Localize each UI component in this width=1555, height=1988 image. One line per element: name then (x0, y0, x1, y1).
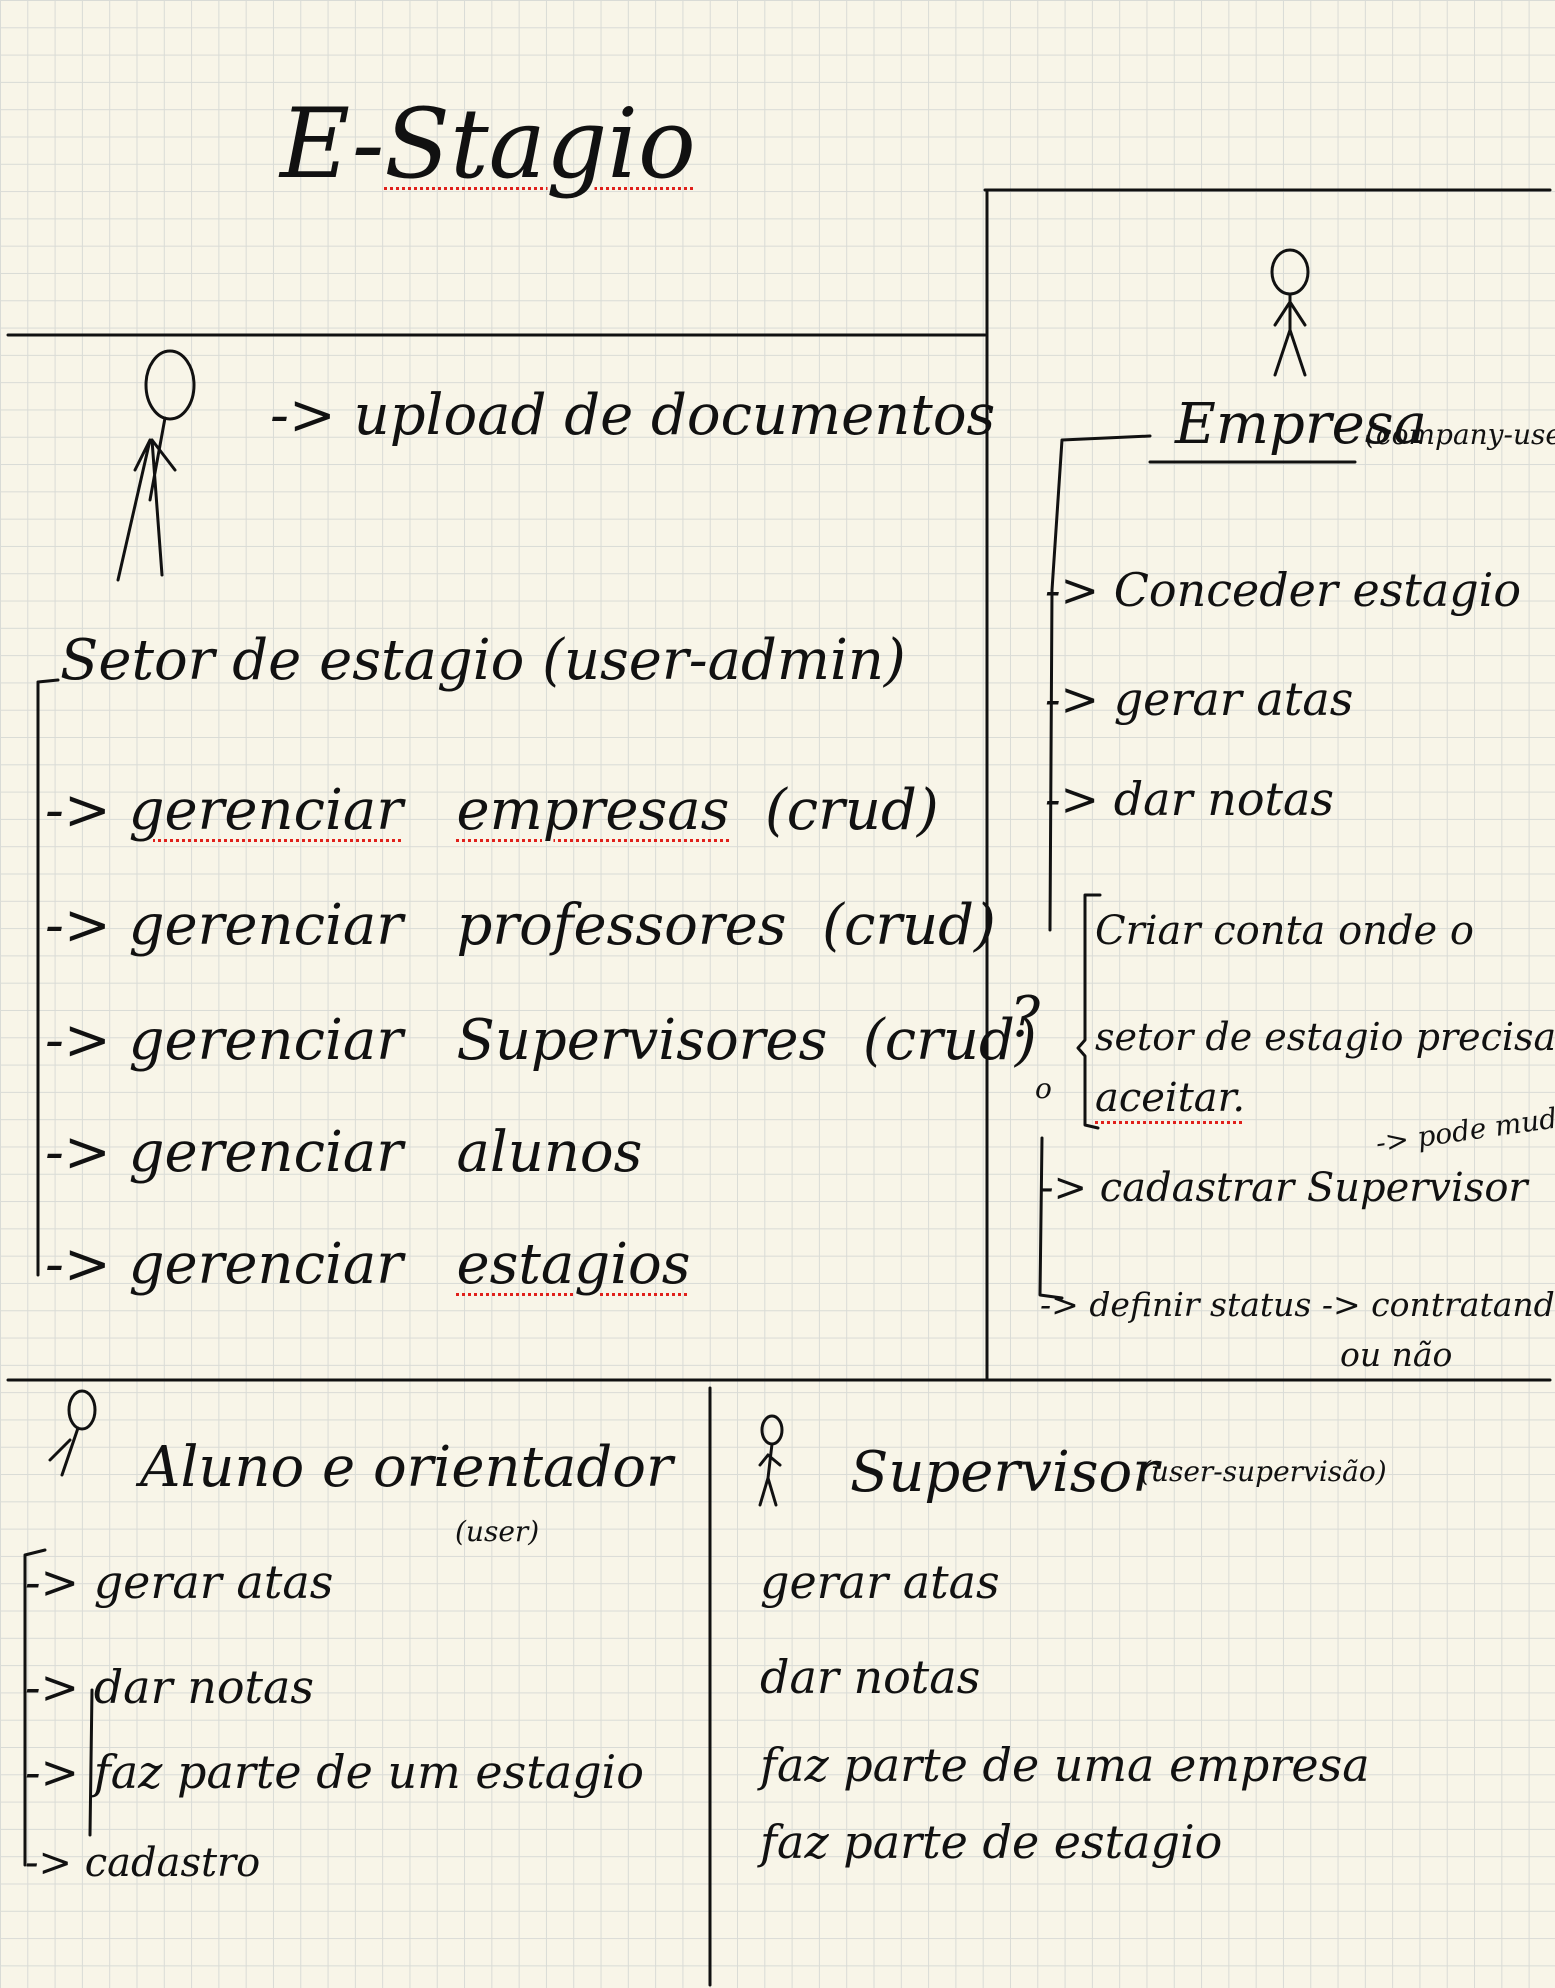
aluno-stick-figure-icon (48, 1389, 97, 1477)
supervisor-item-4: faz parte de estagio (760, 1815, 1223, 1869)
admin-item-verb: gerenciar (128, 1008, 404, 1073)
question-mark: ? (1010, 985, 1041, 1050)
empresa-register-text: cadastrar Supervisor (1099, 1165, 1528, 1211)
admin-item-5: -> gerenciar estagios (45, 1232, 690, 1297)
admin-item-object: empresas (456, 778, 730, 843)
empresa-item-2: -> gerar atas (1045, 672, 1353, 726)
admin-item-suffix: (crud) (822, 893, 996, 958)
admin-item-4: -> gerenciar alunos (45, 1120, 642, 1185)
arrow-icon: -> (25, 1745, 80, 1799)
empresa-status-item: -> definir status -> contratando (1040, 1285, 1555, 1324)
supervisor-stick-figure-icon (758, 1414, 784, 1507)
empresa-account-line-3: aceitar. (1095, 1075, 1246, 1121)
empresa-item-text: dar notas (1113, 772, 1335, 826)
aluno-item-3: -> faz parte de um estagio (25, 1745, 644, 1799)
arrow-icon: -> (45, 893, 111, 958)
empresa-heading: Empresa (1175, 392, 1427, 457)
admin-item-object: alunos (456, 1120, 643, 1185)
admin-item-verb: gerenciar (128, 893, 404, 958)
title-prefix: E- (280, 88, 385, 200)
aluno-bracket (23, 1548, 94, 1867)
admin-item-object: estagios (456, 1232, 691, 1297)
admin-item-object: Supervisores (456, 1008, 828, 1073)
admin-top-note: -> upload de documentos (270, 383, 996, 448)
arrow-icon: -> (25, 1840, 73, 1886)
arrow-icon: -> (1040, 1165, 1088, 1211)
admin-item-object: professores (456, 893, 787, 958)
admin-item-verb: gerenciar (128, 1120, 404, 1185)
admin-item-verb: gerenciar (128, 1232, 404, 1297)
empresa-status-text: definir status -> contratando (1089, 1285, 1555, 1324)
account-brace (1076, 893, 1102, 1130)
admin-item-suffix: (crud) (862, 1008, 1037, 1073)
empresa-register-item: -> cadastrar Supervisor (1040, 1165, 1528, 1211)
small-o-mark: o (1035, 1072, 1052, 1105)
admin-item-2: -> gerenciar professores (crud) (45, 893, 996, 958)
arrow-icon: -> (45, 1008, 111, 1073)
aluno-item-2: -> dar notas (25, 1660, 314, 1714)
empresa-status-text-2: ou não (1340, 1335, 1453, 1374)
supervisor-item-2: dar notas (760, 1650, 981, 1704)
aluno-item-text: cadastro (84, 1840, 261, 1886)
empresa-role: (company-user) (1365, 418, 1555, 451)
admin-heading: Setor de estagio (user-admin) (60, 628, 906, 693)
empresa-item-1: -> Conceder estagio (1045, 563, 1521, 617)
arrow-icon: -> (25, 1555, 80, 1609)
aluno-role: (user) (455, 1515, 540, 1548)
empresa-item-text: Conceder estagio (1113, 563, 1522, 617)
arrow-icon: -> (25, 1660, 80, 1714)
aluno-item-4: -> cadastro (25, 1840, 260, 1886)
aluno-item-text: gerar atas (93, 1555, 334, 1609)
admin-item-1: -> gerenciar empresas (crud) (45, 778, 939, 843)
admin-item-3: -> gerenciar Supervisores (crud) (45, 1008, 1037, 1073)
empresa-item-text: gerar atas (1113, 672, 1354, 726)
empresa-bracket (1038, 434, 1152, 1300)
arrow-icon: -> (1040, 1285, 1079, 1324)
arrow-icon: -> (45, 778, 111, 843)
aluno-heading: Aluno e orientador (140, 1435, 673, 1500)
arrow-icon: -> (1045, 563, 1100, 617)
arrow-icon: -> (1045, 772, 1100, 826)
admin-bracket (36, 678, 60, 1277)
supervisor-item-3: faz parte de uma empresa (760, 1738, 1370, 1792)
aluno-item-text: faz parte de um estagio (93, 1745, 644, 1799)
supervisor-role: (user-supervisão) (1140, 1455, 1387, 1488)
arrow-icon: -> (1045, 672, 1100, 726)
admin-stick-figure-icon (116, 349, 196, 582)
empresa-stick-figure-icon (1270, 248, 1310, 377)
supervisor-item-1: gerar atas (760, 1555, 1000, 1609)
aluno-item-text: dar notas (93, 1660, 315, 1714)
admin-item-verb: gerenciar (128, 778, 404, 843)
aluno-item-1: -> gerar atas (25, 1555, 333, 1609)
empresa-account-line-2: setor de estagio precisa (1095, 1015, 1555, 1059)
empresa-item-3: -> dar notas (1045, 772, 1334, 826)
empresa-account-line-1: Criar conta onde o (1095, 908, 1475, 954)
arrow-icon: -> (45, 1232, 111, 1297)
page-title: E-Stagio (280, 88, 696, 200)
arrow-icon: -> (45, 1120, 111, 1185)
supervisor-heading: Supervisor (850, 1440, 1159, 1505)
title-word: Stagio (384, 88, 696, 200)
admin-item-suffix: (crud) (764, 778, 939, 843)
